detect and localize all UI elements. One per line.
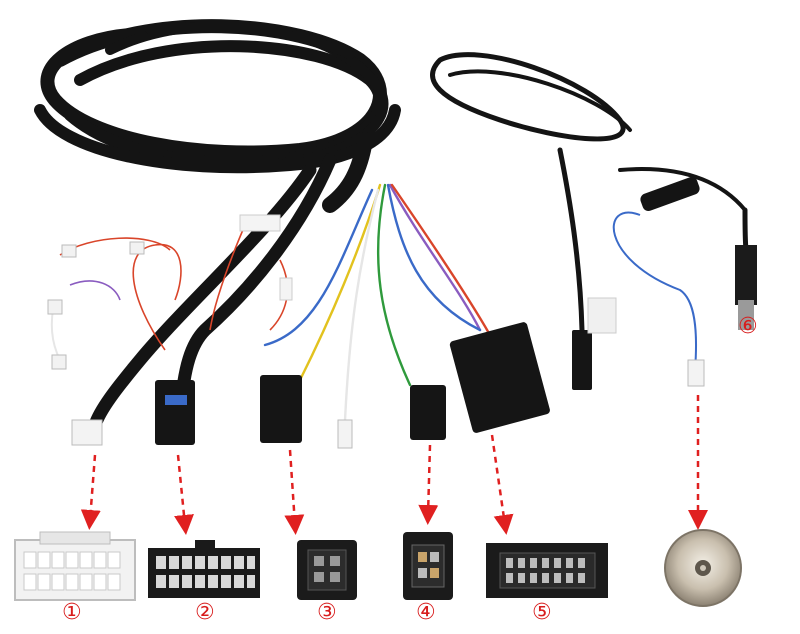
connector-face-6 xyxy=(664,529,742,607)
branch-1 xyxy=(88,163,317,432)
arrow-4 xyxy=(418,444,439,525)
plug-2 xyxy=(155,380,195,445)
arrow-5 xyxy=(490,434,514,535)
arrow-1 xyxy=(80,454,101,530)
connector-face-1 xyxy=(14,531,136,601)
branch-main xyxy=(322,132,373,213)
connector-face-4 xyxy=(403,532,453,600)
label-4: ④ xyxy=(416,600,436,625)
branch-2 xyxy=(175,153,337,402)
connector-face-3 xyxy=(297,540,357,600)
plug-5 xyxy=(449,322,550,433)
label-3: ③ xyxy=(317,600,337,625)
label-1: ① xyxy=(62,600,82,625)
label-6: ⑥ xyxy=(738,314,758,339)
coiled-harness xyxy=(34,19,401,174)
arrow-2 xyxy=(174,454,194,535)
label-2: ② xyxy=(195,600,215,625)
connector-face-5 xyxy=(486,543,608,598)
plug-3 xyxy=(260,375,302,443)
label-5: ⑤ xyxy=(532,600,552,625)
plug-4 xyxy=(410,385,446,440)
connector-face-2 xyxy=(148,540,260,598)
arrow-3 xyxy=(284,449,305,535)
